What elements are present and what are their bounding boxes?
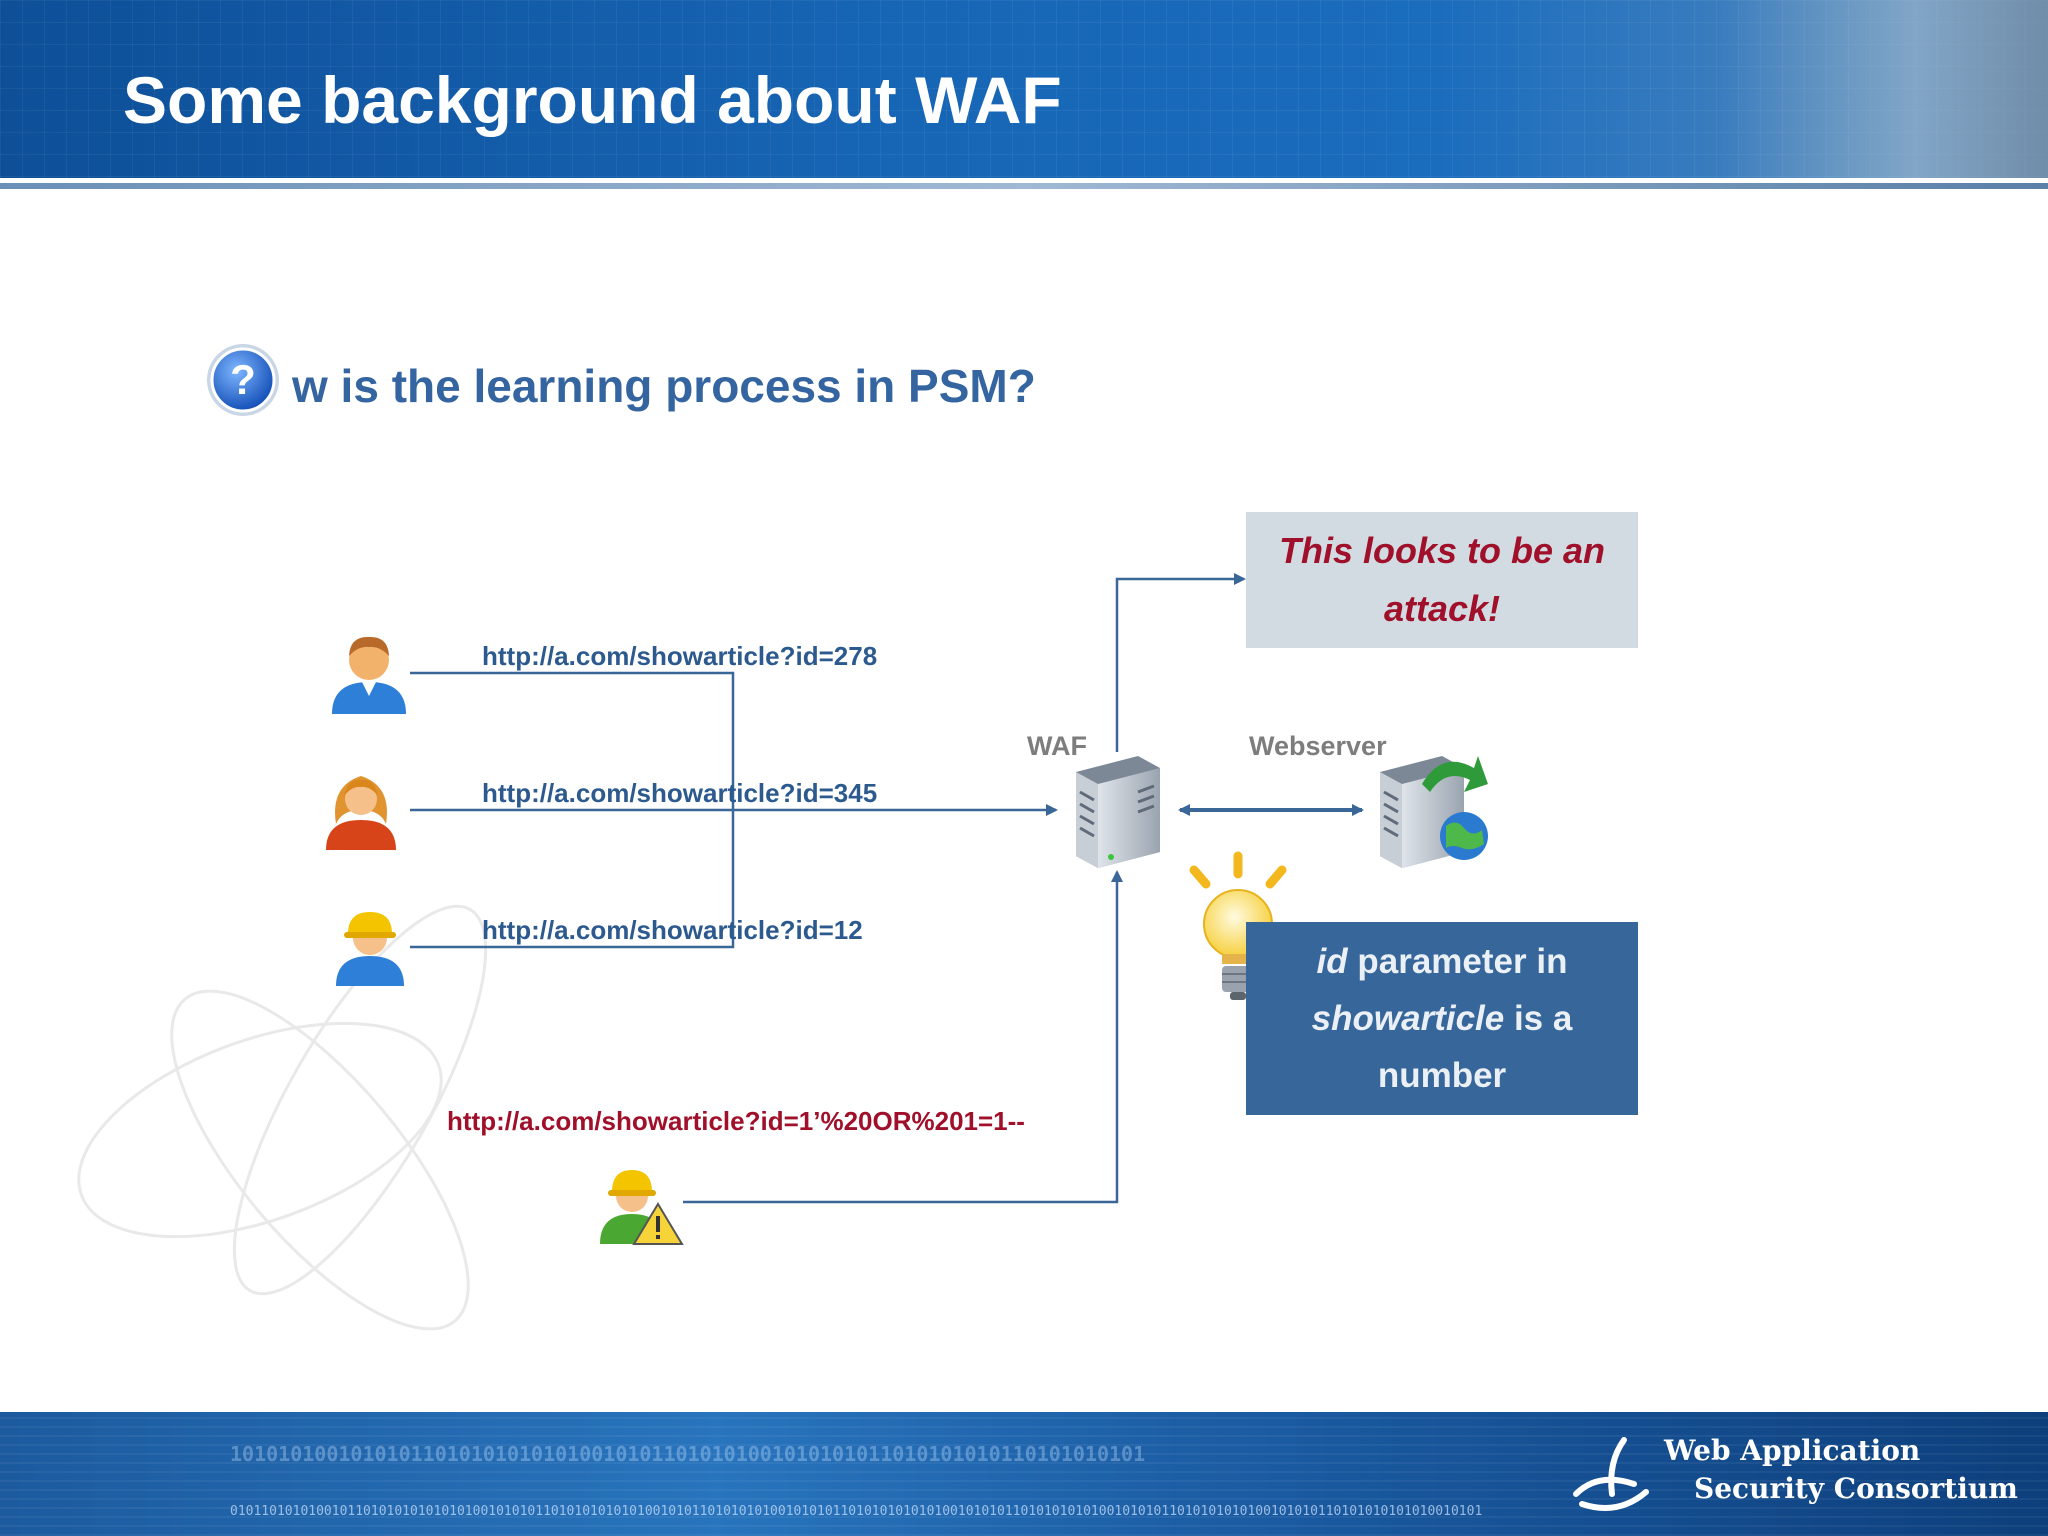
header-band	[0, 0, 2048, 178]
attacker-warning-icon	[600, 1170, 684, 1245]
question-help-icon: ?	[207, 344, 279, 416]
footer-light-streaks	[0, 1412, 2048, 1536]
attack-alert-callout: This looks to be an attack!	[1246, 512, 1638, 648]
brand-line-1: Web Application	[1664, 1434, 1921, 1467]
waf-label: WAF	[1027, 731, 1087, 761]
footer-binary-bottom: 0101101010100101101010101010101001010101…	[230, 1504, 1483, 1519]
learning-text-segment: parameter in	[1347, 942, 1568, 981]
footer-band: 1010101001010101101010101010100101011010…	[0, 1412, 2048, 1536]
connector-attacker-to-waf	[683, 870, 1123, 1204]
slide-subtitle: w is the learning process in PSM?	[292, 360, 1036, 412]
request-url-3: http://a.com/showarticle?id=12	[482, 915, 863, 945]
wasc-logo-icon	[1573, 1437, 1649, 1511]
learning-result-callout: id parameter in showarticle is a number	[1246, 922, 1638, 1115]
header-grid-pattern	[0, 0, 2048, 178]
wasc-brand: Web Application Security Consortium	[1568, 1428, 2028, 1528]
header-divider-white	[0, 178, 2048, 183]
learning-text-page: showarticle	[1311, 999, 1505, 1038]
watermark-logo	[77, 904, 488, 1331]
worker-user-icon	[336, 912, 404, 986]
connector-user3	[410, 810, 735, 949]
brand-line-2: Security Consortium	[1694, 1472, 2018, 1505]
request-url-1: http://a.com/showarticle?id=278	[482, 641, 878, 671]
male-user-icon	[332, 636, 406, 714]
attack-request-url: http://a.com/showarticle?id=1’%20OR%201=…	[447, 1106, 1025, 1136]
connector-user1	[410, 671, 735, 810]
svg-text:?: ?	[230, 356, 256, 403]
webserver-label: Webserver	[1249, 731, 1387, 761]
connector-waf-to-alert	[1115, 573, 1246, 752]
learning-text-conclusion: is a number	[1377, 999, 1573, 1095]
footer-binary-top: 1010101001010101101010101010100101011010…	[230, 1442, 1146, 1466]
header-divider-blue	[0, 183, 2048, 189]
header-photo	[1718, 0, 2048, 178]
learning-text-parameter: id	[1316, 942, 1348, 981]
learning-result-text: id parameter in showarticle is a number	[1277, 933, 1607, 1104]
webserver-icon	[1380, 756, 1488, 868]
slide-title: Some background about WAF	[123, 63, 1062, 137]
attack-alert-text: This looks to be an attack!	[1278, 530, 1606, 629]
female-user-icon	[326, 776, 396, 850]
request-url-2: http://a.com/showarticle?id=345	[482, 778, 878, 808]
waf-server-icon	[1076, 756, 1160, 868]
